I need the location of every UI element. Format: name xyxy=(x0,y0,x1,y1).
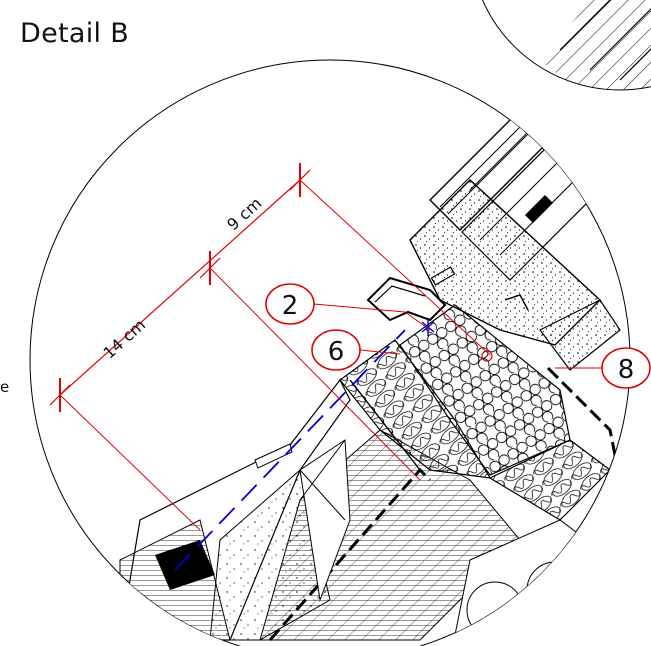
membrane-lines xyxy=(268,366,620,641)
callout-2-label: 2 xyxy=(282,291,299,321)
blue-dashed-line xyxy=(174,318,435,571)
roof-build-up xyxy=(119,378,351,641)
edge-label-fragment: e xyxy=(0,378,10,396)
callout-8-label: 8 xyxy=(618,355,635,385)
callout-8[interactable]: 8 xyxy=(555,347,651,389)
dimension-label-9cm: 9 cm xyxy=(223,194,265,235)
dimension-label-14cm: 14 cm xyxy=(99,315,149,362)
callout-6-label: 6 xyxy=(328,337,345,367)
dimension-chain xyxy=(49,163,311,412)
metal-profile xyxy=(366,266,529,322)
detail-title: Detail B xyxy=(20,18,130,49)
adjacent-detail-circle xyxy=(482,0,651,91)
dimension-guides xyxy=(59,179,493,531)
callout-6[interactable]: 6 xyxy=(311,329,401,371)
callout-2[interactable]: 2 xyxy=(265,283,431,331)
